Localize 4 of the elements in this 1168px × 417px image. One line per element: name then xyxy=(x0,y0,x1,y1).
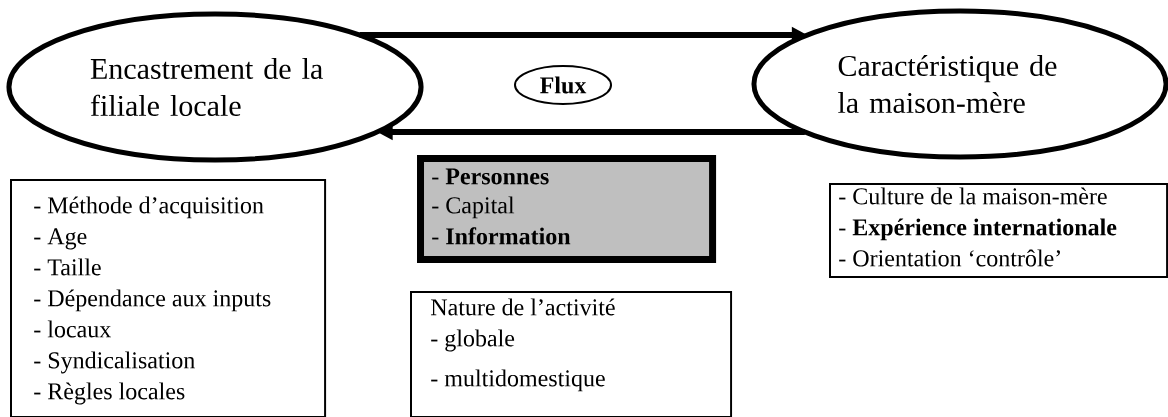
list-box: - Culture de la maison-mère - Expérience internationale - Orientation ‘contrôle’ xyxy=(829,183,1168,279)
list-box: - Méthode d’acquisition - Age - Taille - Dépendance aux inputs - locaux - Syndicalisation - Règles locales xyxy=(10,179,327,417)
list-box: Nature de l’activité - globale - multidomestique xyxy=(410,291,733,417)
shaded-box: - Personnes - Capital - Information xyxy=(417,155,717,264)
